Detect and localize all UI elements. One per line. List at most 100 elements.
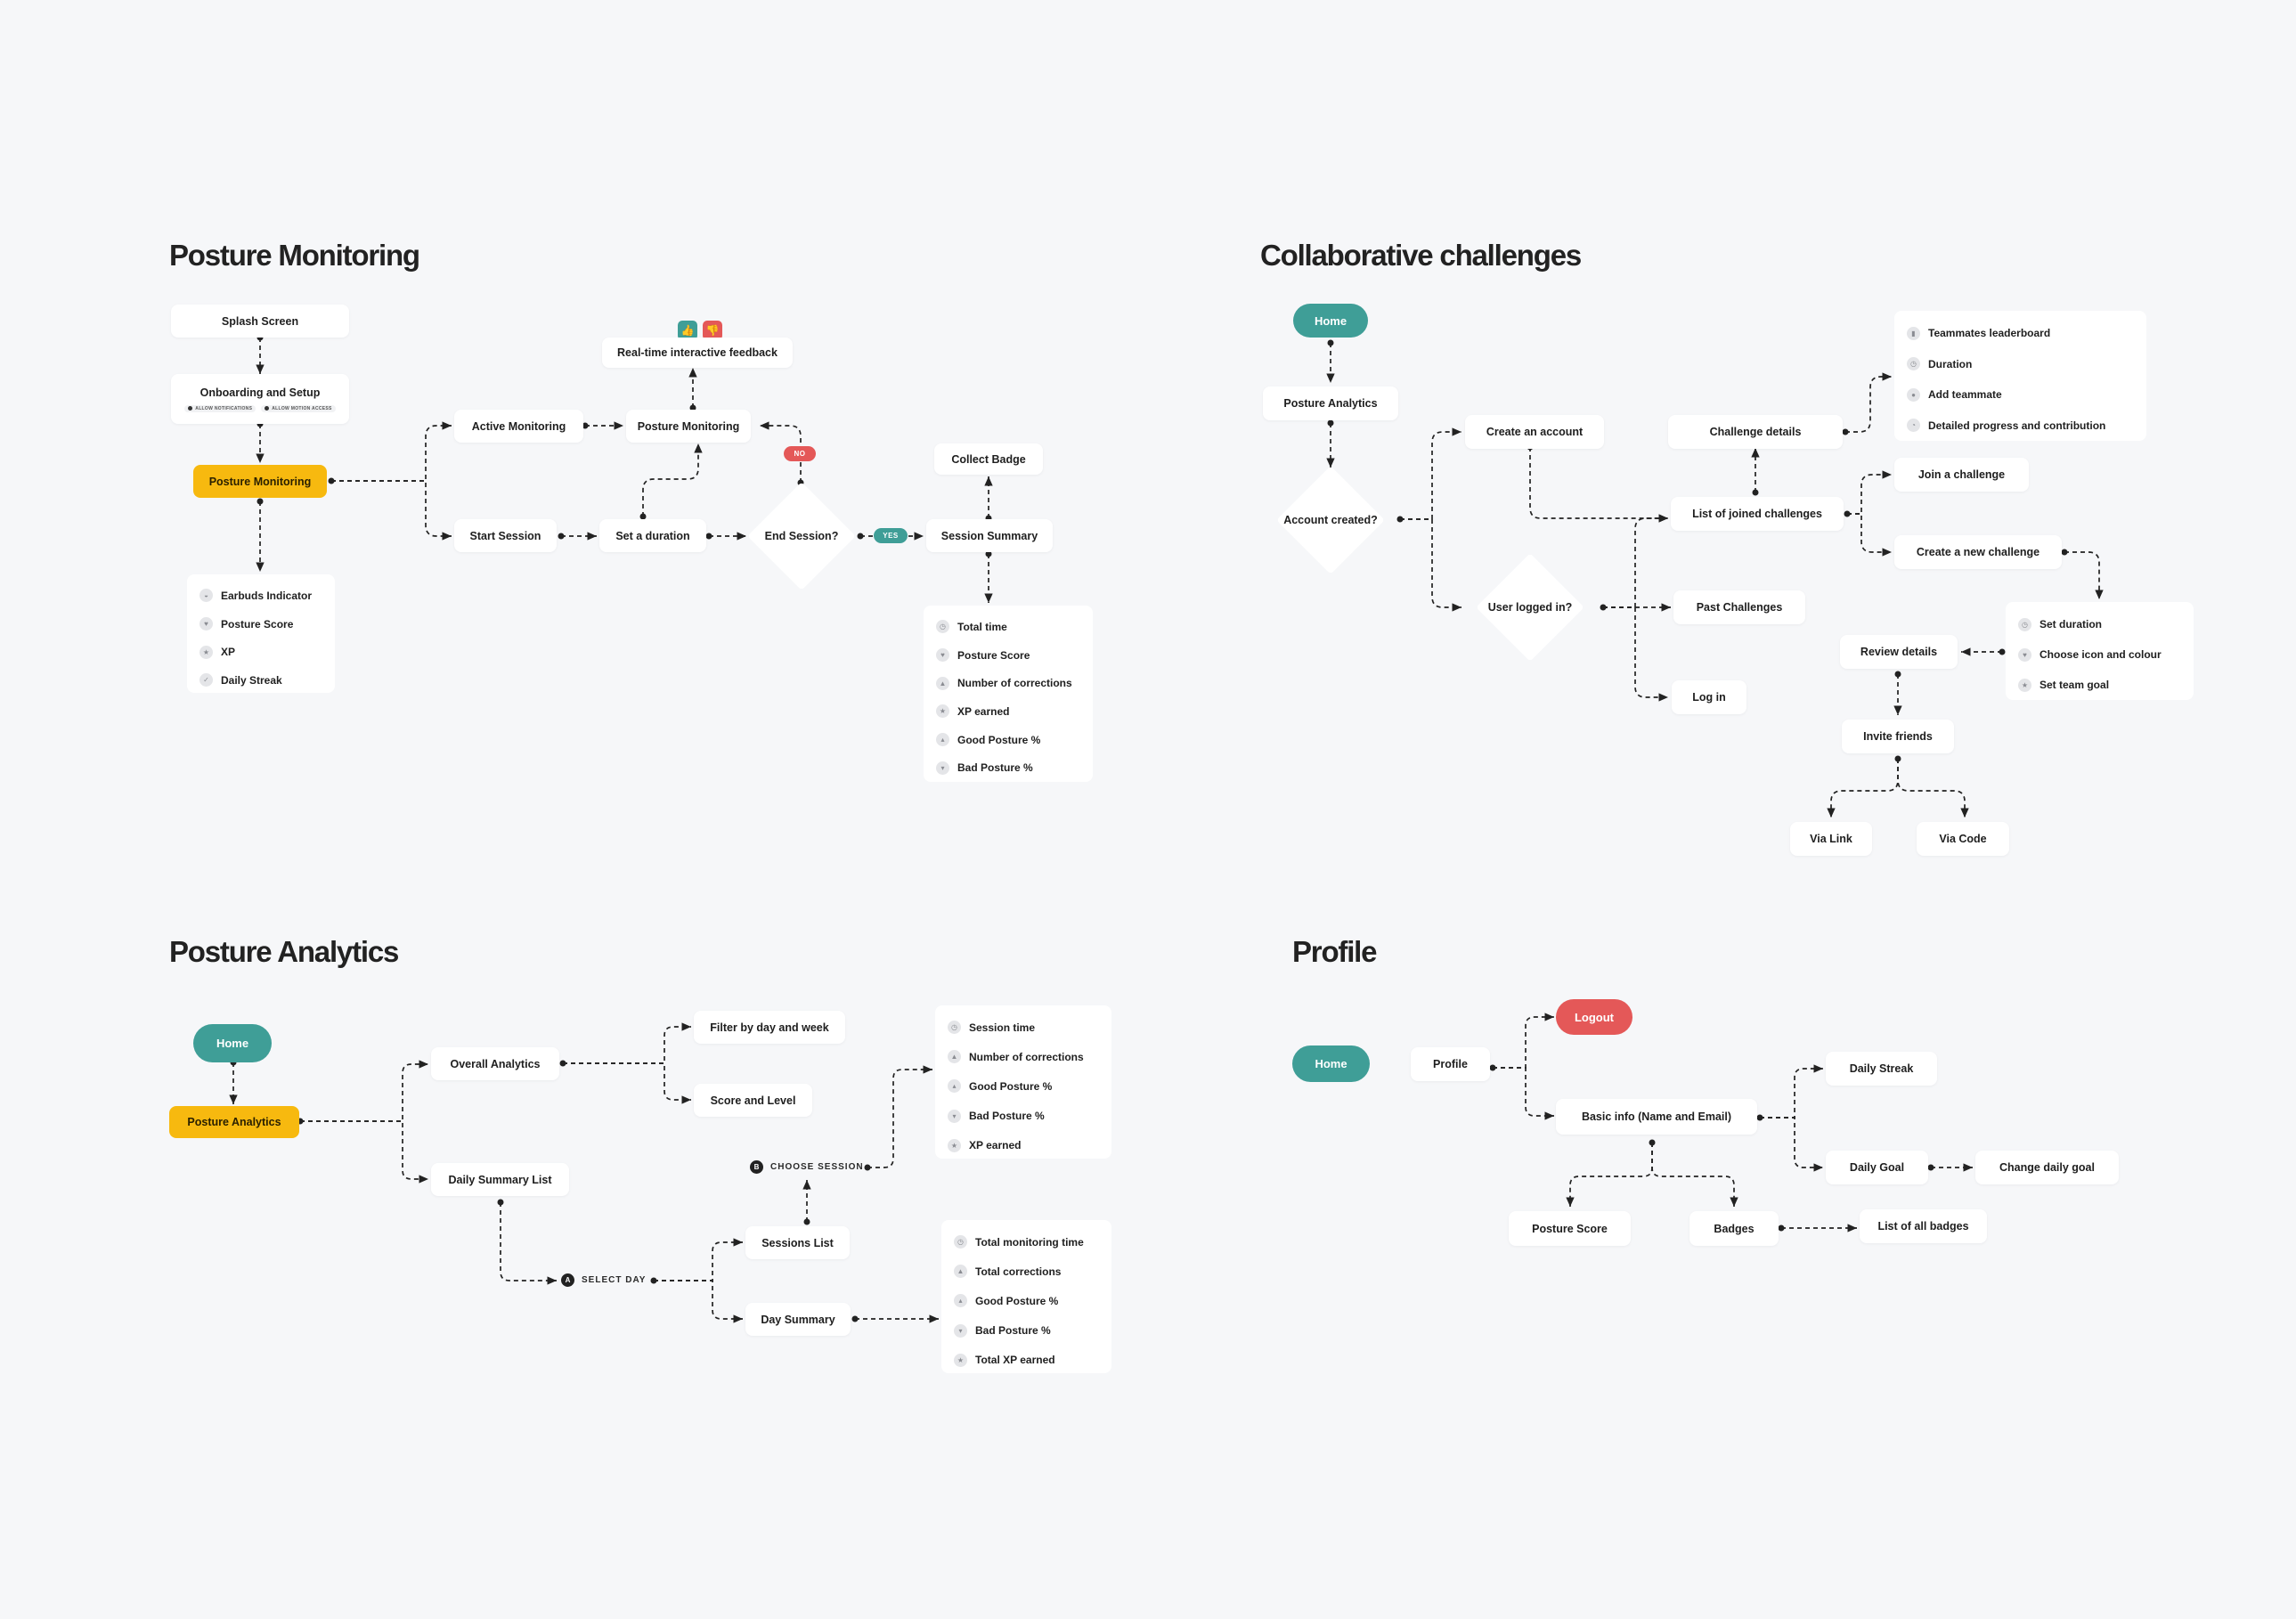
clock-icon: ◷ (1907, 357, 1920, 371)
decision-account-created[interactable]: Account created? (1276, 466, 1385, 574)
list-item-label: Bad Posture % (969, 1110, 1045, 1123)
node-session-summary[interactable]: Session Summary (926, 519, 1053, 552)
new-challenge-items: ◷Set duration ♥Choose icon and colour ★S… (2006, 602, 2194, 700)
node-change-daily-goal[interactable]: Change daily goal (1975, 1151, 2119, 1184)
node-start-session[interactable]: Start Session (454, 519, 557, 552)
edge-joined-join (1847, 470, 1892, 515)
chip-allow-motion: ALLOW MOTION ACCESS (261, 404, 336, 412)
edge-account-create (1400, 427, 1461, 520)
clock-icon: ◷ (2018, 617, 2031, 631)
list-item: ▲Number of corrections (936, 669, 1093, 697)
step-b-icon: B (750, 1160, 763, 1174)
onboarding-label: Onboarding and Setup (199, 386, 321, 399)
node-splash-screen[interactable]: Splash Screen (171, 305, 349, 338)
node-via-link[interactable]: Via Link (1790, 822, 1872, 856)
node-logout[interactable]: Logout (1556, 999, 1632, 1035)
motion-icon (265, 406, 270, 411)
node-score-level[interactable]: Score and Level (694, 1084, 812, 1117)
node-pr-home[interactable]: Home (1292, 1045, 1370, 1082)
decision-user-logged-in[interactable]: User logged in? (1476, 553, 1584, 662)
node-collect-badge[interactable]: Collect Badge (934, 443, 1043, 475)
node-filter-day-week[interactable]: Filter by day and week (694, 1011, 845, 1044)
list-item-label: Total corrections (975, 1265, 1062, 1278)
node-set-duration[interactable]: Set a duration (599, 519, 706, 552)
node-invite-friends[interactable]: Invite friends (1842, 720, 1954, 753)
leaderboard-icon: ▮ (1907, 326, 1920, 340)
chip-notifications-label: ALLOW NOTIFICATIONS (195, 405, 253, 411)
section-title-posture-analytics: Posture Analytics (169, 935, 399, 968)
node-badges[interactable]: Badges (1689, 1211, 1779, 1246)
node-challenge-details[interactable]: Challenge details (1668, 415, 1843, 449)
list-item: ▾Bad Posture % (954, 1316, 1111, 1346)
node-cc-home[interactable]: Home (1293, 304, 1368, 338)
list-item: ◷Set duration (2018, 609, 2194, 639)
list-item: ★XP (199, 638, 335, 666)
node-cc-posture-analytics[interactable]: Posture Analytics (1263, 386, 1398, 420)
edge-selectday-day (654, 1280, 743, 1323)
list-item-label: XP earned (957, 704, 1010, 718)
node-join-challenge[interactable]: Join a challenge (1894, 458, 2029, 492)
decision-end-session[interactable]: End Session? (747, 482, 856, 590)
node-daily-goal[interactable]: Daily Goal (1826, 1151, 1928, 1184)
node-profile[interactable]: Profile (1411, 1047, 1490, 1081)
thumbs-down-icon: 👎 (703, 321, 722, 340)
node-basic-info[interactable]: Basic info (Name and Email) (1556, 1099, 1757, 1135)
node-past-challenges[interactable]: Past Challenges (1673, 590, 1805, 624)
list-item: ◔Detailed progress and contribution (1907, 411, 2146, 442)
node-create-new-challenge[interactable]: Create a new challenge (1894, 535, 2062, 569)
edge-details-items (1845, 372, 1892, 433)
node-list-all-badges[interactable]: List of all badges (1860, 1209, 1987, 1243)
edge-account-logged (1400, 518, 1461, 612)
node-daily-streak[interactable]: Daily Streak (1826, 1052, 1937, 1086)
decision-label: User logged in? (1487, 601, 1573, 614)
section-title-posture-monitoring: Posture Monitoring (169, 239, 420, 272)
list-item-label: Teammates leaderboard (1928, 327, 2051, 340)
node-active-monitoring[interactable]: Active Monitoring (454, 410, 583, 443)
challenge-details-items: ▮Teammates leaderboard ◷Duration ●Add te… (1894, 311, 2146, 441)
node-review-details[interactable]: Review details (1840, 635, 1958, 669)
edge-basic-badges (1651, 1143, 1738, 1207)
edge-overall-score (563, 1062, 691, 1104)
edge-logged-login (1603, 606, 1668, 702)
list-item: ▲Total corrections (954, 1257, 1111, 1286)
list-item: ♥Posture Score (199, 610, 335, 639)
day-summary-items: ◷Total monitoring time ▲Total correction… (941, 1220, 1111, 1373)
node-posture-monitoring-main[interactable]: Posture Monitoring (193, 465, 327, 498)
list-item: ★ XP earned (936, 697, 1093, 726)
node-via-code[interactable]: Via Code (1917, 822, 2009, 856)
edge-joined-new (1847, 513, 1892, 557)
node-day-summary[interactable]: Day Summary (745, 1303, 851, 1336)
list-item-label: Good Posture % (969, 1079, 1053, 1093)
node-log-in[interactable]: Log in (1672, 680, 1746, 714)
thumbs-up-icon: 👍 (678, 321, 697, 340)
star-icon: ★ (936, 704, 949, 719)
node-sessions-list[interactable]: Sessions List (745, 1226, 850, 1259)
node-realtime-feedback[interactable]: Real-time interactive feedback (602, 338, 793, 368)
clock-icon: ◷ (948, 1021, 961, 1035)
node-create-account[interactable]: Create an account (1465, 415, 1604, 449)
list-item: ▴Good Posture % (954, 1286, 1111, 1315)
thumbs-up-icon: ▴ (948, 1079, 961, 1094)
list-item-label: Duration (1928, 357, 1973, 370)
edge-invite-link (1827, 759, 1899, 818)
session-summary-items: ◷Total time ♥Posture Score ▲Number of co… (924, 606, 1093, 782)
thumbs-up-icon: ▴ (954, 1294, 967, 1308)
node-daily-summary-list[interactable]: Daily Summary List (431, 1163, 569, 1196)
list-item-label: Bad Posture % (957, 761, 1033, 775)
node-pa-posture-analytics[interactable]: Posture Analytics (169, 1106, 299, 1138)
check-icon: ✓ (199, 673, 213, 687)
node-pr-posture-score[interactable]: Posture Score (1509, 1211, 1631, 1246)
node-overall-analytics[interactable]: Overall Analytics (431, 1047, 559, 1080)
node-posture-monitoring[interactable]: Posture Monitoring (626, 410, 751, 443)
node-list-joined[interactable]: List of joined challenges (1671, 497, 1844, 531)
node-pa-home[interactable]: Home (193, 1024, 272, 1062)
node-onboarding[interactable]: Onboarding and Setup ALLOW NOTIFICATIONS… (171, 374, 349, 424)
list-item: ✓Daily Streak (199, 666, 335, 695)
star-icon: ★ (2018, 678, 2031, 692)
edge-logged-joined (1603, 514, 1668, 608)
edge-basic-streak (1760, 1064, 1823, 1119)
step-a-icon: A (561, 1273, 574, 1287)
list-item: ▾Bad Posture % (948, 1102, 1111, 1131)
list-item: ★Total XP earned (954, 1346, 1111, 1375)
